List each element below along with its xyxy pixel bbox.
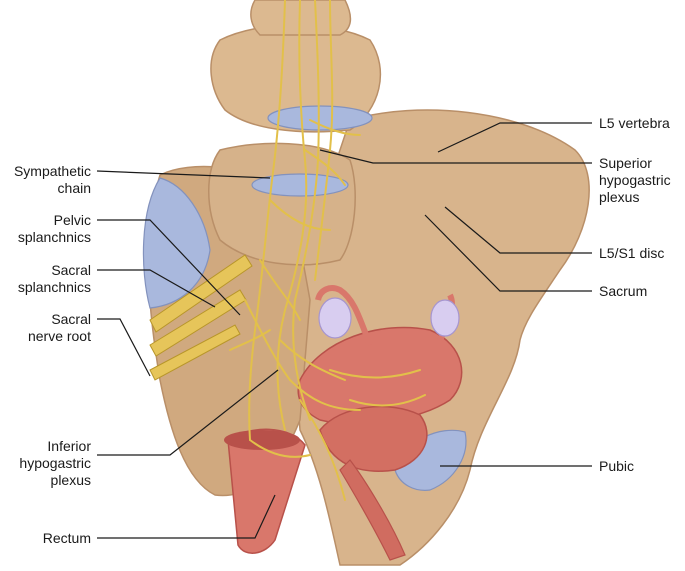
label-line: hypogastric: [599, 172, 671, 188]
label-l5-s1-disc: L5/S1 disc: [599, 245, 664, 262]
nerve-plexus: [229, 0, 426, 501]
label-pelvic-splanchnics: Pelvic splanchnics: [0, 212, 91, 246]
l4-l5-disc: [267, 105, 373, 131]
label-line: nerve root: [27, 328, 91, 344]
leader-sympathetic-chain: [96, 170, 271, 179]
plexus-branch-12: [249, 439, 311, 458]
plexus-branch-2: [259, 259, 301, 321]
sacral-nerve-roots: [149, 254, 253, 381]
label-line: Inferior: [47, 438, 91, 454]
leader-pelvic-splanchnics: [97, 219, 241, 316]
label-line: L5 vertebra: [599, 115, 670, 131]
label-line: Sympathetic: [13, 163, 91, 179]
leader-sacrum: [424, 214, 592, 292]
sacral-body-bone: [208, 142, 356, 266]
plexus-branch-1: [269, 199, 331, 231]
label-inferior-hypogastric-plexus: Inferior hypogastric plexus: [0, 438, 91, 489]
label-line: chain: [57, 180, 91, 196]
leader-lines: [96, 122, 592, 539]
leader-l5-vertebra: [437, 122, 592, 153]
label-line: splanchnics: [17, 229, 91, 245]
label-line: hypogastric: [19, 455, 91, 471]
label-sympathetic-chain: Sympathetic chain: [0, 163, 91, 197]
leader-superior-hypogastric-plexus: [319, 149, 592, 164]
plexus-branch-7: [229, 329, 271, 351]
label-pubic: Pubic: [599, 458, 634, 475]
plexus-branch-5: [289, 379, 361, 411]
label-line: plexus: [599, 189, 640, 205]
plexus-branch-10: [329, 369, 421, 379]
label-sacral-splanchnics: Sacral splanchnics: [0, 262, 91, 296]
label-rectum: Rectum: [0, 530, 91, 547]
label-line: Sacrum: [599, 283, 648, 299]
label-sacrum: Sacrum: [599, 283, 647, 300]
sacral-root-3: [149, 324, 241, 381]
label-line: Sacral: [51, 311, 91, 327]
hypogastric-nerve-1: [276, 0, 308, 431]
plexus-branch-4: [279, 339, 346, 381]
upper-vertebra-bone: [250, 0, 352, 36]
hypogastric-nerve-3: [314, 0, 334, 281]
label-line: Rectum: [42, 530, 91, 546]
left-fallopian-tube: [315, 285, 373, 347]
plexus-branch-6: [299, 399, 346, 501]
label-line: Sacral: [51, 262, 91, 278]
label-sacral-nerve-root: Sacral nerve root: [0, 311, 91, 345]
label-superior-hypogastric-plexus: Superior hypogastric plexus: [599, 155, 671, 206]
plexus-branch-9: [304, 149, 346, 186]
leader-sacral-nerve-root: [97, 318, 151, 377]
label-line: Pubic: [599, 458, 635, 474]
leader-sacral-splanchnics: [97, 269, 216, 308]
plexus-branch-11: [349, 394, 426, 407]
label-line: Superior: [599, 155, 652, 171]
right-ovary: [430, 299, 460, 337]
label-line: plexus: [50, 472, 91, 488]
plexus-branch-3: [244, 299, 291, 381]
sympathetic-trunk: [248, 0, 286, 441]
label-line: L5/S1 disc: [599, 245, 665, 261]
label-l5-vertebra: L5 vertebra: [599, 115, 670, 132]
rectum-lumen: [224, 430, 300, 450]
leader-l5-s1-disc: [444, 206, 592, 254]
hypogastric-nerve-2: [292, 0, 320, 421]
plexus-branch-8: [309, 119, 361, 136]
left-ovary: [318, 297, 352, 339]
label-line: splanchnics: [17, 279, 91, 295]
l5-s1-disc-shape: [251, 173, 349, 197]
vagina-shape: [339, 459, 406, 561]
pelvic-organs: [224, 285, 463, 561]
leader-rectum: [97, 494, 276, 539]
leader-inferior-hypogastric-plexus: [97, 369, 279, 456]
sacral-root-1: [149, 254, 253, 333]
label-line: Pelvic: [53, 212, 91, 228]
